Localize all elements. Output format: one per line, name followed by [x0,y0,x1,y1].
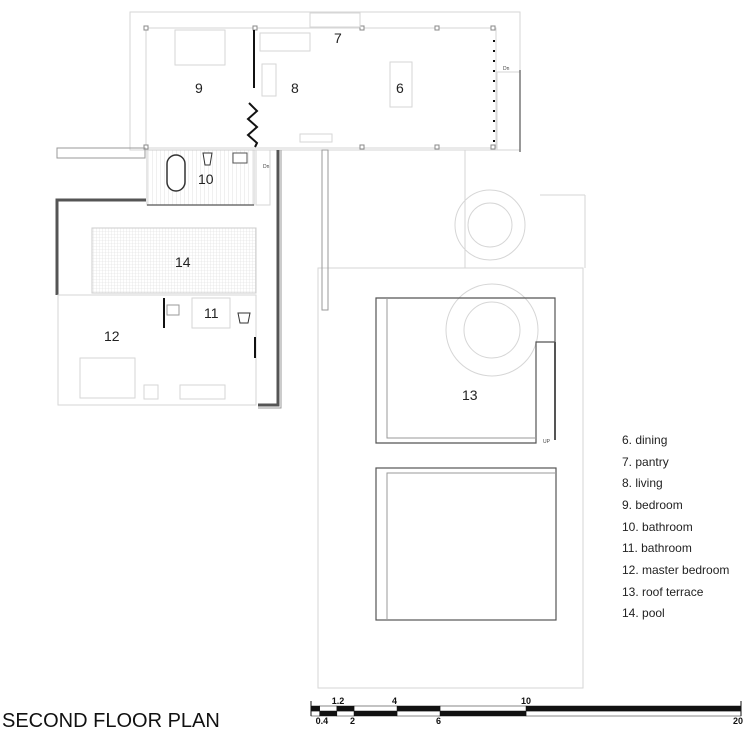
stair-label-up: UP [543,439,551,445]
tree-icon [445,283,539,377]
wall [258,150,280,407]
room-label-9: 9 [195,80,203,96]
stair-label-dn: Dn [263,164,270,170]
stair-label-dn: Dn [503,66,510,72]
legend-item: 12. master bedroom [622,563,729,577]
scale-segment [353,710,398,717]
room-label-14: 14 [175,254,191,270]
sofa [261,63,277,97]
upper-building: Dn [129,11,521,152]
room-label-8: 8 [291,80,299,96]
toilet-icon [237,312,251,324]
scale-tick-label: 2 [350,716,355,726]
sink-icon [166,304,180,316]
scale-segment [525,710,742,717]
roof-terrace: UP [375,297,556,445]
scale-tick-label: 0.4 [316,716,329,726]
stair [255,149,271,206]
scale-segment [439,710,527,717]
room-labels: 6 7 8 9 10 11 12 13 14 [104,30,478,403]
scale-segment [319,705,338,712]
scale-tick-label: 6 [436,716,441,726]
ledge [56,147,146,159]
master-suite [57,294,257,406]
scale-segment [353,705,398,712]
legend-item: 14. pool [622,606,665,620]
stair [496,71,521,151]
plan-title: SECOND FLOOR PLAN [2,710,220,730]
legend-item: 8. living [622,476,663,490]
scale-bar: 1.2 4 10 0.4 2 6 20 [310,696,743,726]
scale-segment [396,705,441,712]
room-label-7: 7 [334,30,342,46]
wall [258,150,282,409]
legend-item: 10. bathroom [622,520,693,534]
chair [143,384,159,400]
toilet-icon [202,152,213,166]
scale-segment [525,705,742,712]
room-label-11: 11 [204,305,219,321]
room-label-10: 10 [198,171,214,187]
legend-item: 6. dining [622,433,667,447]
legend-item: 7. pantry [622,455,669,469]
scale-tick-label: 10 [521,696,531,706]
lower-deck [375,467,557,621]
scale-tick-label: 4 [392,696,397,706]
column [321,149,329,311]
pool [91,227,257,294]
scale-segment [310,705,320,712]
room-label-13: 13 [462,387,478,403]
legend-item: 13. roof terrace [622,585,704,599]
kitchen-counter [309,12,361,28]
bed [79,357,136,399]
bathtub-icon [166,154,186,192]
scale-tick-label: 20 [733,716,743,726]
scale-tick-label: 1.2 [332,696,345,706]
tree-icon [454,189,526,261]
scale-segment [396,710,441,717]
room-label-12: 12 [104,328,120,344]
scale-segment [336,705,355,712]
bed [174,29,226,66]
site-lines [317,150,586,689]
scale-segment [439,705,527,712]
room-label-6: 6 [396,80,404,96]
dining-table [389,61,413,108]
legend-item: 11. bathroom [622,541,692,555]
wall [55,198,146,295]
bathroom-10: Dn [146,149,271,206]
folding-door [246,102,259,148]
sofa [259,32,311,52]
legend-item: 9. bedroom [622,498,683,512]
sink-icon [232,152,248,164]
legend: 6. dining 7. pantry 8. living 9. bedroom… [622,433,729,620]
